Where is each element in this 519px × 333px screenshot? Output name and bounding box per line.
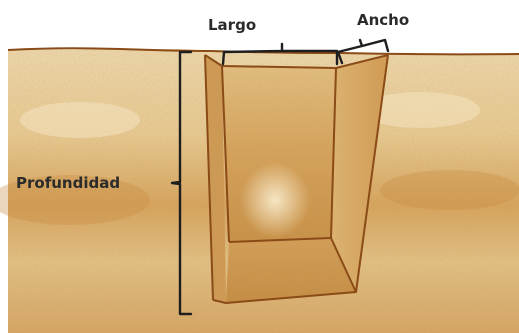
width-label: Ancho [357, 11, 409, 29]
depth-label: Profundidad [16, 174, 120, 192]
pit-back-wall-highlight [240, 162, 310, 238]
length-label: Largo [208, 16, 256, 34]
